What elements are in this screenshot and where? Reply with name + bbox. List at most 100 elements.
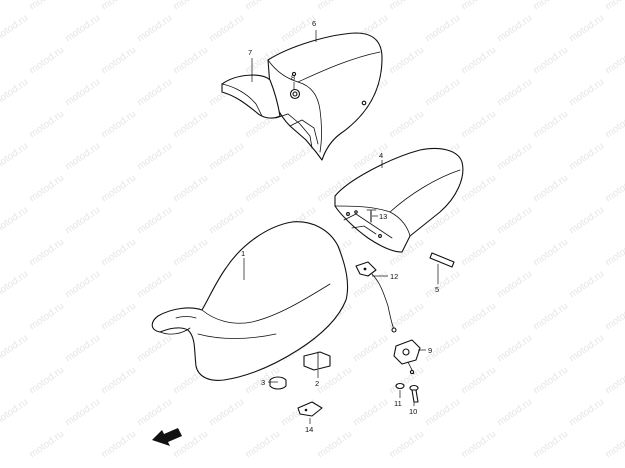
- watermark-text: motod.ru: [0, 141, 30, 173]
- watermark-text: motod.ru: [243, 429, 282, 461]
- lower-bracket: [297, 401, 323, 417]
- callout-5: 5: [435, 285, 439, 294]
- watermark-text: motod.ru: [135, 77, 174, 109]
- grommet: [289, 88, 301, 100]
- watermark-text: motod.ru: [135, 13, 174, 45]
- watermark-text: motod.ru: [99, 109, 138, 141]
- watermark-text: motod.ru: [387, 45, 426, 77]
- front-seat: [151, 221, 349, 381]
- callout-4: 4: [379, 151, 383, 160]
- front-arrow-icon: [152, 428, 182, 446]
- watermark-text: motod.ru: [603, 109, 625, 141]
- watermark-text: motod.ru: [531, 0, 570, 12]
- leader-lines: [243, 30, 439, 424]
- watermark-text: motod.ru: [279, 13, 318, 45]
- watermark-text: motod.ru: [63, 269, 102, 301]
- watermark-text: motod.ru: [207, 205, 246, 237]
- watermark-text: motod.ru: [603, 365, 625, 397]
- watermark-text: motod.ru: [99, 365, 138, 397]
- watermark-text: motod.ru: [459, 109, 498, 141]
- watermark-text: motod.ru: [603, 429, 625, 461]
- watermark-text: motod.ru: [171, 45, 210, 77]
- watermark-text: motod.ru: [99, 429, 138, 461]
- watermark-text: motod.ru: [495, 397, 534, 429]
- watermark-text: motod.ru: [243, 173, 282, 205]
- watermark-text: motod.ru: [423, 269, 462, 301]
- callout-2: 2: [315, 379, 319, 388]
- callout-3: 3: [261, 378, 265, 387]
- watermark-text: motod.ru: [495, 205, 534, 237]
- watermark-text: motod.ru: [27, 237, 66, 269]
- watermark-text: motod.ru: [387, 0, 426, 12]
- watermark-text: motod.ru: [27, 173, 66, 205]
- watermark-text: motod.ru: [171, 0, 210, 12]
- bracket-wire: [355, 261, 395, 331]
- callout-14: 14: [305, 425, 313, 434]
- watermark-text: motod.ru: [603, 173, 625, 205]
- watermark-text: motod.ru: [531, 365, 570, 397]
- watermark-text: motod.ru: [99, 0, 138, 12]
- watermark-text: motod.ru: [387, 109, 426, 141]
- watermark-text: motod.ru: [135, 141, 174, 173]
- watermark-text: motod.ru: [63, 13, 102, 45]
- watermark-text: motod.ru: [567, 13, 606, 45]
- watermark-text: motod.ru: [27, 0, 66, 12]
- watermark-text: motod.ru: [387, 429, 426, 461]
- callout-13: 13: [379, 212, 387, 221]
- watermark-text: motod.ru: [495, 333, 534, 365]
- watermark-text: motod.ru: [207, 397, 246, 429]
- watermark-text: motod.ru: [459, 365, 498, 397]
- seat-lock: [391, 327, 421, 375]
- watermark-text: motod.ru: [567, 141, 606, 173]
- watermark-text: motod.ru: [27, 365, 66, 397]
- watermark-text: motod.ru: [531, 237, 570, 269]
- watermark-text: motod.ru: [567, 269, 606, 301]
- callout-11: 11: [394, 399, 402, 408]
- watermark-text: motod.ru: [63, 205, 102, 237]
- watermark-text: motod.ru: [207, 141, 246, 173]
- watermark-text: motod.ru: [351, 333, 390, 365]
- watermark-text: motod.ru: [567, 333, 606, 365]
- watermark-text: motod.ru: [0, 205, 30, 237]
- watermark-text: motod.ru: [315, 429, 354, 461]
- callout-10: 10: [409, 407, 417, 416]
- callout-7: 7: [248, 48, 252, 57]
- watermark-text: motod.ru: [459, 0, 498, 12]
- rear-pad: [221, 74, 281, 119]
- watermark-text: motod.ru: [567, 205, 606, 237]
- callout-6: 6: [312, 19, 316, 28]
- watermark-text: motod.ru: [459, 237, 498, 269]
- watermark-text: motod.ru: [315, 365, 354, 397]
- watermark-text: motod.ru: [171, 109, 210, 141]
- watermark-text: motod.ru: [459, 173, 498, 205]
- watermark-text: motod.ru: [135, 205, 174, 237]
- watermark-text: motod.ru: [171, 237, 210, 269]
- watermark-text: motod.ru: [315, 0, 354, 12]
- watermark-text: motod.ru: [423, 397, 462, 429]
- seat-strip: [429, 252, 455, 268]
- watermark-text: motod.ru: [171, 173, 210, 205]
- callout-labels: 6 7 8 4 13 12 5 1 9 11 10 2 3 14: [241, 19, 439, 434]
- watermark-text: motod.ru: [0, 397, 30, 429]
- watermark-text: motod.ru: [531, 173, 570, 205]
- watermark-text: motod.ru: [99, 301, 138, 333]
- watermark-text: motod.ru: [207, 13, 246, 45]
- watermark-text: motod.ru: [63, 77, 102, 109]
- watermark-text: motod.ru: [603, 237, 625, 269]
- watermark-text: motod.ru: [63, 333, 102, 365]
- watermark-text: motod.ru: [495, 141, 534, 173]
- watermark-text: motod.ru: [27, 429, 66, 461]
- seat-clip: [303, 351, 331, 371]
- watermark-text: motod.ru: [27, 45, 66, 77]
- watermark-text: motod.ru: [135, 269, 174, 301]
- watermark-text: motod.ru: [351, 397, 390, 429]
- watermark-text: motod.ru: [531, 301, 570, 333]
- watermark-text: motod.ru: [459, 429, 498, 461]
- callout-9: 9: [428, 346, 432, 355]
- watermark-text: motod.ru: [459, 301, 498, 333]
- watermark-text: motod.ru: [99, 45, 138, 77]
- watermark-text: motod.ru: [495, 77, 534, 109]
- watermark-text: motod.ru: [135, 397, 174, 429]
- rear-seat-cowl: [267, 32, 383, 161]
